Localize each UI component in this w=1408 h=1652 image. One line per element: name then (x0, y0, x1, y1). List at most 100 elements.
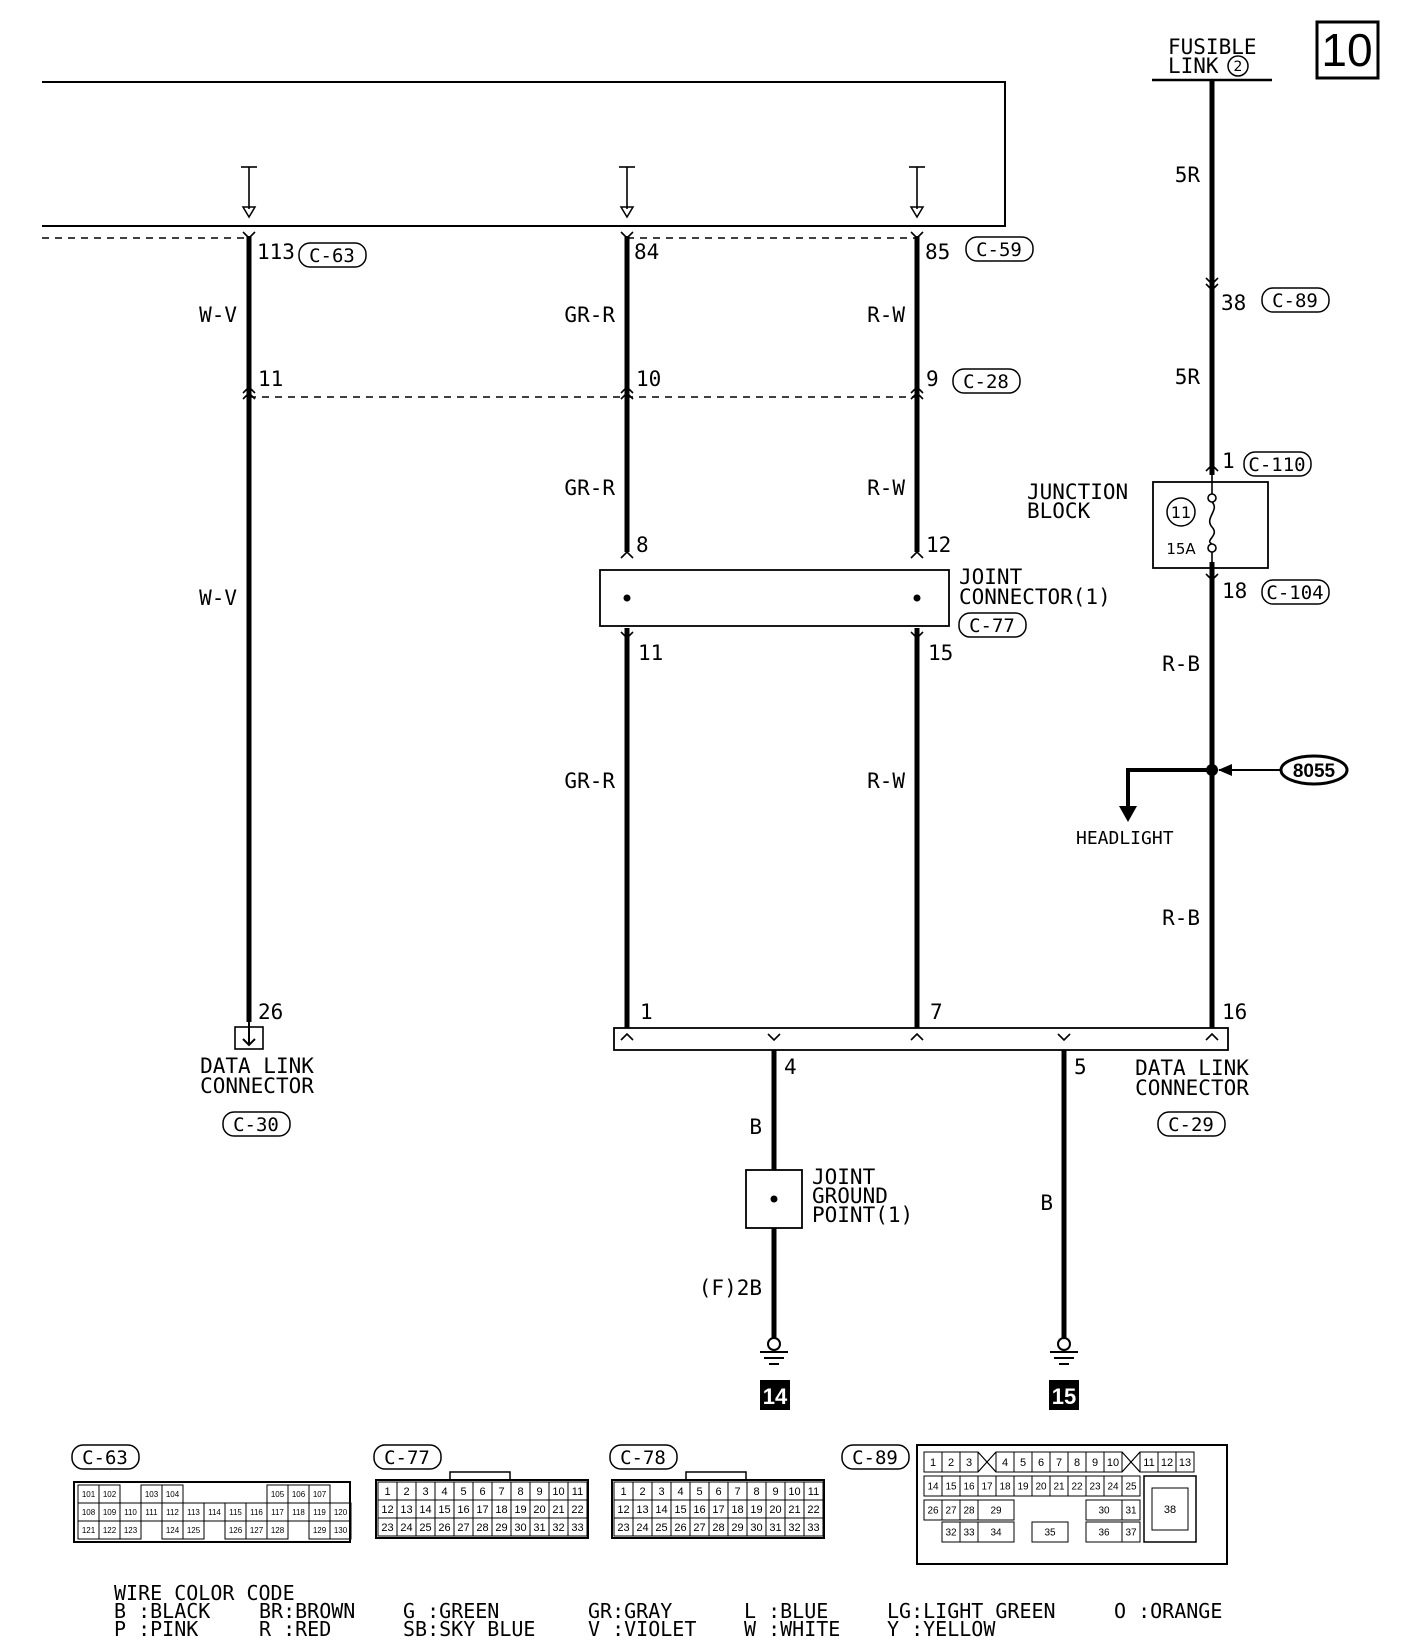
pin-cell: 2 (632, 1481, 653, 1501)
pin-c59-84: 84 (634, 240, 659, 264)
pin-cell: 14 (415, 1499, 436, 1519)
pin-cell: 113 (182, 1502, 205, 1522)
pin-number: 11 (1143, 1457, 1154, 1469)
pin-cell: 38 (1151, 1487, 1189, 1531)
ground-point-label-3: POINT(1) (812, 1203, 913, 1227)
pin-number: 23 (1089, 1482, 1101, 1493)
joint-connector-box (599, 569, 950, 627)
blocked-cavity (1121, 1451, 1141, 1473)
pin-cell: 27 (941, 1499, 961, 1521)
pin-number: 25 (1125, 1482, 1137, 1493)
wire-color-code-title: WIRE COLOR CODE (114, 1581, 295, 1605)
pin-cell: 21 (548, 1499, 569, 1519)
dlc29-label-1: DATA LINK (1135, 1056, 1249, 1080)
pin-cell: 3 (415, 1481, 436, 1501)
pin-cell: 27 (453, 1517, 474, 1537)
pin-cell: 123 (119, 1520, 142, 1540)
fuse-number: 11 (1171, 503, 1191, 522)
pin-number: 36 (1098, 1528, 1110, 1539)
pin-cell: 16 (453, 1499, 474, 1519)
splice-id: 8055 (1293, 761, 1336, 782)
face-housing (375, 1479, 589, 1539)
pin-cell: 21 (784, 1499, 805, 1519)
pin-cell: 29 (727, 1517, 748, 1537)
pin-cell: 126 (224, 1520, 247, 1540)
pin-cell: 14 (651, 1499, 672, 1519)
pin-cell: 20 (765, 1499, 786, 1519)
face-label-box-c63 (71, 1444, 140, 1470)
pin-number: 21 (552, 1504, 564, 1516)
pin-cell: 14 (923, 1475, 943, 1497)
pin-cell: 103 (140, 1484, 163, 1504)
pin-number: 103 (145, 1490, 159, 1499)
color-code-p: P :PINK (114, 1617, 198, 1641)
ground-ref-box-left (760, 1380, 790, 1410)
pin-dlc29-16: 16 (1222, 1000, 1247, 1024)
pin-number: 6 (479, 1486, 485, 1498)
wire-label-r-b-2: R-B (1162, 906, 1200, 930)
pin-number: 3 (422, 1486, 428, 1498)
pin-cell: 17 (472, 1499, 493, 1519)
pin-cell: 31 (765, 1517, 786, 1537)
pin-number: 101 (82, 1490, 96, 1499)
pin-number: 32 (788, 1522, 800, 1534)
pin-cell: 20 (1031, 1475, 1051, 1497)
pin-cell: 9 (1085, 1451, 1105, 1473)
pin-cell: 32 (548, 1517, 569, 1537)
page-number: 10 (1321, 24, 1372, 76)
pin-cell: 3 (651, 1481, 672, 1501)
pin-cell: 5 (1013, 1451, 1033, 1473)
pin-cell: 6 (472, 1481, 493, 1501)
fuse-symbol (1207, 475, 1217, 562)
pin-number: 4 (677, 1486, 683, 1498)
pin-cell: 11 (567, 1481, 588, 1501)
pin-number: 28 (963, 1506, 975, 1517)
pin-cell: 23 (613, 1517, 634, 1537)
pin-number: 120 (334, 1508, 348, 1517)
pin-cell: 6 (708, 1481, 729, 1501)
ground-point-box (745, 1169, 803, 1229)
pin-cell: 26 (434, 1517, 455, 1537)
connector-label-c28: C-28 (963, 371, 1009, 393)
color-code-o: O :ORANGE (1114, 1599, 1222, 1623)
pin-c77-15: 15 (928, 641, 953, 665)
pin-cell: 33 (803, 1517, 824, 1537)
pin-number: 24 (1107, 1482, 1119, 1493)
pin-number: 33 (807, 1522, 819, 1534)
pin-number: 29 (495, 1522, 507, 1534)
pin-number: 3 (966, 1457, 972, 1469)
ecu-arrow-113 (241, 166, 257, 219)
pin-cell: 11 (803, 1481, 824, 1501)
pin-cell: 33 (959, 1521, 979, 1543)
pin-cell: 15 (434, 1499, 455, 1519)
pin-cell: 24 (632, 1517, 653, 1537)
pin-number: 31 (769, 1522, 781, 1534)
pin-dlc30-26: 26 (258, 1000, 283, 1024)
color-code-br: BR:BROWN (259, 1599, 355, 1623)
pin-cell: 110 (119, 1502, 142, 1522)
color-code-w: W :WHITE (744, 1617, 840, 1641)
pin-number: 116 (250, 1508, 263, 1517)
color-code-sb: SB:SKY BLUE (403, 1617, 535, 1641)
pin-cell: 9 (529, 1481, 550, 1501)
wire-label-b-1: B (749, 1115, 762, 1139)
pin-number: 108 (82, 1508, 96, 1517)
color-code-b: B :BLACK (114, 1599, 210, 1623)
pin-number: 12 (617, 1504, 629, 1516)
pin-number: 6 (715, 1486, 721, 1498)
pin-number: 15 (945, 1482, 957, 1493)
pin-number: 15 (674, 1504, 686, 1516)
face-housing (916, 1444, 1228, 1565)
headlight-label: HEADLIGHT (1076, 828, 1174, 849)
pin-number: 130 (334, 1526, 348, 1535)
wire-label-5r-2: 5R (1175, 365, 1201, 389)
pin-cell: 130 (329, 1520, 352, 1540)
pin-cell: 105 (266, 1484, 289, 1504)
color-code-lg: LG:LIGHT GREEN (887, 1599, 1056, 1623)
wire-label-r-b-1: R-B (1162, 652, 1200, 676)
pin-cell: 128 (266, 1520, 289, 1540)
pin-number: 124 (166, 1526, 180, 1535)
